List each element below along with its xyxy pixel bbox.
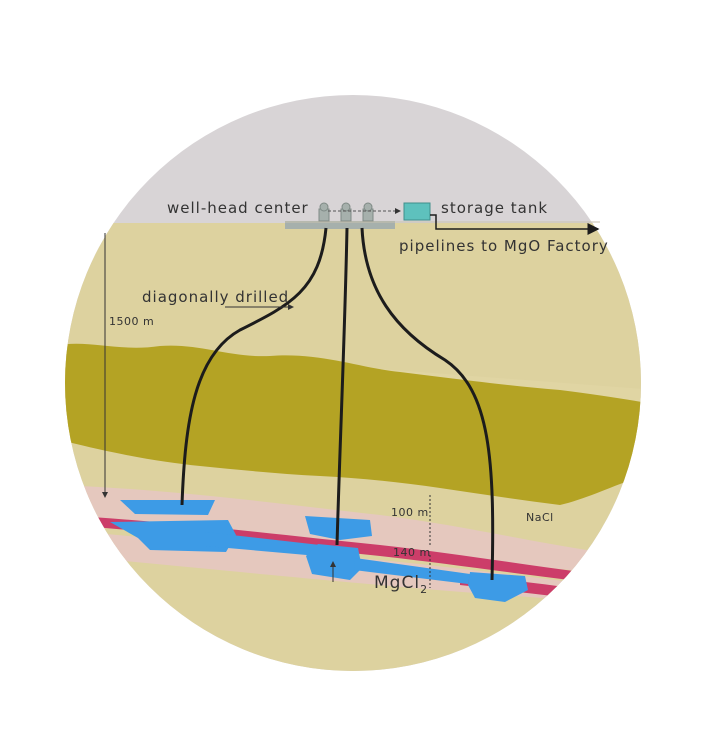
thickness-140-label: 140 m [393,546,431,559]
borehole-middle [335,227,349,546]
cavity-left [110,500,236,552]
pipeline-arrow [430,214,600,235]
storage-tank-label: storage tank [441,199,548,217]
borehole-right [360,227,495,581]
diagonal-label: diagonally drilled [142,288,289,306]
cavity-right [468,572,528,602]
mgcl2-main: MgCl [374,573,420,593]
cavity-middle-channel [354,558,470,584]
mgcl2-subscript: 2 [420,583,428,596]
mgcl2-label: MgCl2 [374,573,428,596]
wellhead-icon [318,202,374,222]
cavity-left-channel [205,532,320,556]
wellhead-label: well-head center [167,199,309,217]
nacl-label: NaCl [526,511,554,524]
storage-tank-icon [403,202,431,221]
thickness-100-label: 100 m [391,506,429,519]
wellhead-platform [285,221,395,229]
olive-rock-layer [65,343,641,505]
depth-label: 1500 m [109,315,154,328]
borehole-left [180,227,328,506]
pipelines-label: pipelines to MgO Factory [399,237,609,255]
